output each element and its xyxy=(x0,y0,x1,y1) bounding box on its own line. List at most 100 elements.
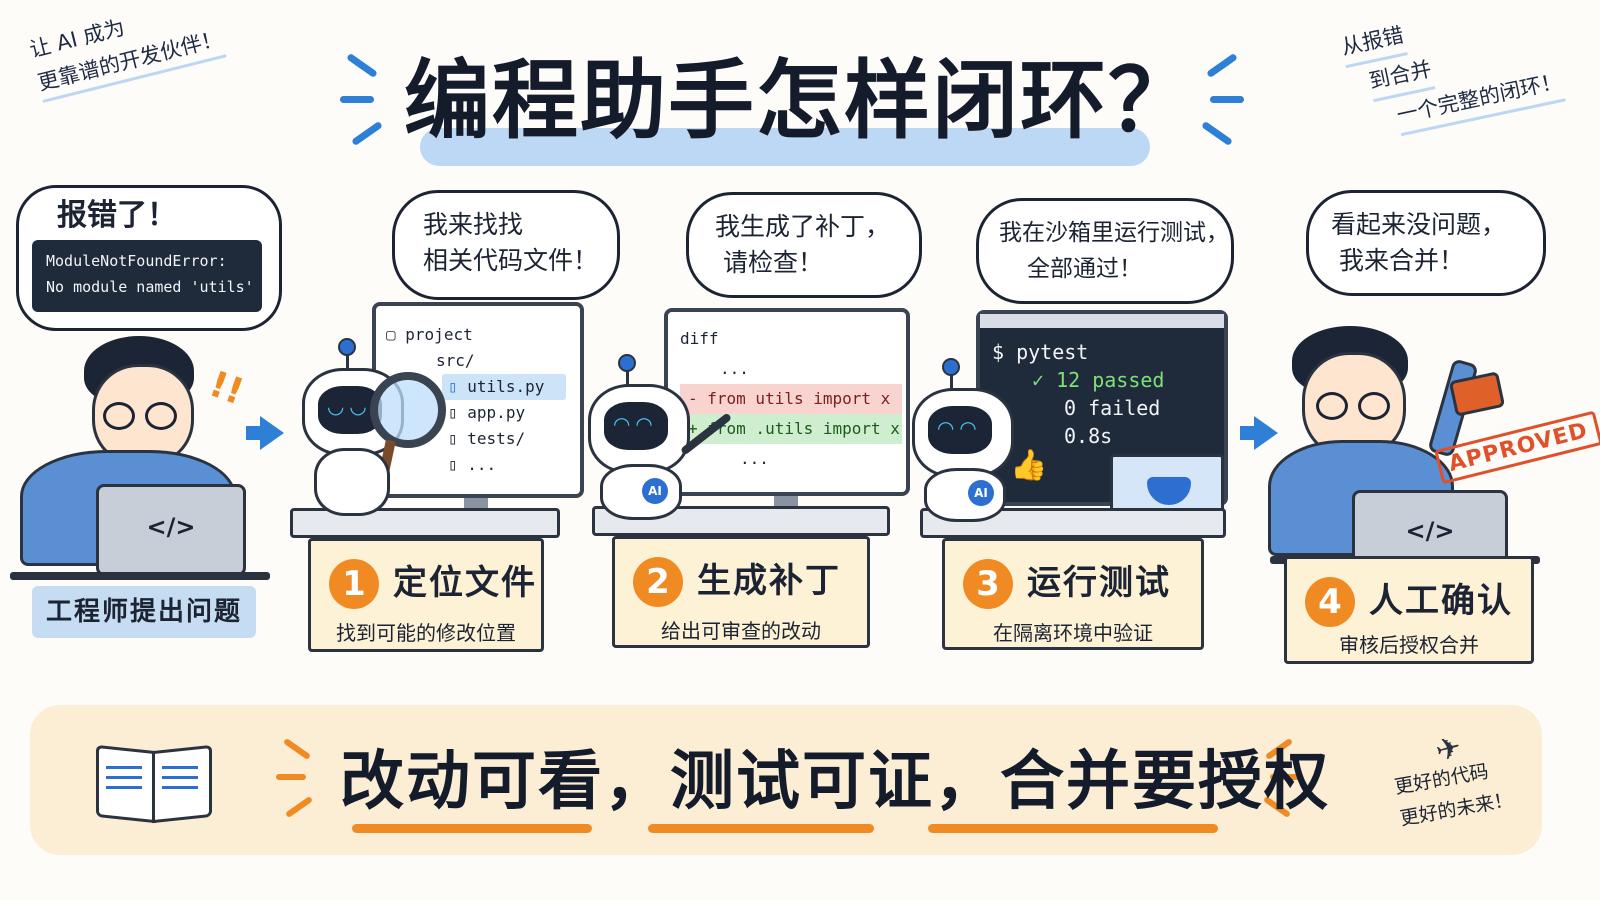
terminal-output: $ pytest ✓ 12 passed 0 failed 0.8s xyxy=(992,338,1164,450)
step-1-speech-bubble: 我来找找 相关代码文件！ xyxy=(392,190,620,300)
step-2-number: 2 xyxy=(633,557,683,607)
file-tree-item-selected: ▯ utils.py xyxy=(442,374,566,400)
file-tree: ▢ project src/ ▯ utils.py ▯ app.py ▯ tes… xyxy=(386,322,566,478)
step-4-card: 4 人工确认 审核后授权合并 xyxy=(1284,556,1534,664)
step-4-title: 人工确认 xyxy=(1369,581,1513,621)
terminal-command: $ pytest xyxy=(992,340,1089,364)
title-highlight xyxy=(420,128,1150,166)
flow-arrow-shaft xyxy=(246,426,262,440)
slogan-part-1: 改动可看， xyxy=(340,745,670,819)
robot-3-antenna xyxy=(950,368,953,390)
open-book-icon xyxy=(96,740,212,824)
title-spark-dash xyxy=(340,96,374,103)
step-3-speech-bubble: 我在沙箱里运行测试， 全部通过！ xyxy=(976,198,1234,304)
terminal-time: 0.8s xyxy=(1064,424,1113,448)
folder-icon: ▯ xyxy=(448,429,458,448)
tagline-left: 让 AI 成为 更靠谱的开发伙伴！ xyxy=(26,0,227,103)
engineer-laptop: </> xyxy=(96,484,246,576)
step-2-card: 2 生成补丁 给出可审查的改动 xyxy=(612,536,870,648)
step-1-bubble-line-2: 相关代码文件！ xyxy=(423,246,599,275)
robot-3-ai-badge: AI xyxy=(968,480,994,506)
diff-view: diff ... - from utils import x + from .u… xyxy=(680,324,902,474)
engineer-glasses-right xyxy=(145,402,177,430)
engineer-label: 工程师提出问题 xyxy=(32,586,256,638)
step-3-bubble-line-1: 我在沙箱里运行测试， xyxy=(999,220,1229,246)
step-4-number: 4 xyxy=(1305,577,1355,627)
exclamation-icon: !! xyxy=(203,363,249,414)
file-tree-item: src/ xyxy=(436,351,475,370)
diff-ellipsis: ... xyxy=(740,449,769,468)
step-4-bubble-line-2: 我来合并！ xyxy=(1339,246,1465,275)
flow-arrow-shaft xyxy=(1240,426,1256,440)
step-4-bubble-line-1: 看起来没问题， xyxy=(1331,210,1507,239)
slogan-part-3: 合并要授权 xyxy=(1000,745,1330,819)
title-spark-dash xyxy=(351,120,383,147)
step-1-number: 1 xyxy=(329,559,379,609)
robot-3-face xyxy=(928,406,992,454)
reviewer-glasses-left xyxy=(1316,392,1348,420)
title-spark-dash xyxy=(1210,96,1244,103)
robot-1-antenna-ball xyxy=(338,338,356,356)
engineer-glasses-left xyxy=(103,402,135,430)
step-3-bubble-line-2: 全部通过！ xyxy=(1027,256,1142,282)
title-spark-dash xyxy=(346,52,378,79)
step-3-title: 运行测试 xyxy=(1027,563,1171,603)
robot-2-antenna-ball xyxy=(618,354,636,372)
code-icon: </> xyxy=(1405,517,1455,545)
title-spark-dash xyxy=(1201,120,1233,147)
reviewer-glasses-right xyxy=(1358,392,1390,420)
step-2-title: 生成补丁 xyxy=(697,561,841,601)
step-1-bubble-line-1: 我来找找 xyxy=(423,210,524,239)
terminal-failed: 0 failed xyxy=(1064,396,1161,420)
footer-spark-dash xyxy=(1270,774,1300,780)
folder-icon: ▢ xyxy=(386,325,396,344)
slogan-underline xyxy=(648,824,874,833)
file-tree-item: ▯ tests/ xyxy=(448,429,526,448)
title-spark-dash xyxy=(1206,52,1238,79)
file-tree-item: ▯ ... xyxy=(448,455,497,474)
file-icon: ▯ xyxy=(448,377,458,396)
error-line-2: No module named 'utils' xyxy=(46,278,254,296)
footer-spark-dash xyxy=(276,774,306,780)
robot-2-eyes: ◠ ◠ xyxy=(614,412,652,436)
file-tree-item: ▯ app.py xyxy=(448,403,526,422)
flow-arrow-icon xyxy=(260,416,284,450)
step-1-subtitle: 找到可能的修改位置 xyxy=(336,621,516,645)
robot-1-antenna xyxy=(346,348,349,370)
slogan-underline xyxy=(928,824,1218,833)
robot-2-antenna xyxy=(626,366,629,388)
diff-header: diff xyxy=(680,329,719,348)
robot-2-body xyxy=(600,464,682,520)
thumbs-up-icon: 👍 xyxy=(1010,448,1048,483)
file-icon: ▯ xyxy=(448,455,458,474)
step-2-desk xyxy=(592,506,890,536)
step-3-subtitle: 在隔离环境中验证 xyxy=(993,621,1153,645)
step-1-title: 定位文件 xyxy=(393,563,537,603)
robot-3-antenna-ball xyxy=(942,358,960,376)
terminal-titlebar xyxy=(980,314,1224,328)
robot-1-body xyxy=(314,448,390,516)
robot-2-face xyxy=(604,402,668,450)
step-2-subtitle: 给出可审查的改动 xyxy=(661,619,821,643)
step-3-terminal-window: $ pytest ✓ 12 passed 0 failed 0.8s xyxy=(976,310,1228,506)
footer-slogan: 改动可看，测试可证，合并要授权 xyxy=(340,730,1328,822)
step-2-speech-bubble: 我生成了补丁， 请检查！ xyxy=(686,192,922,298)
terminal-passed: ✓ 12 passed xyxy=(1032,368,1165,392)
step-4-subtitle: 审核后授权合并 xyxy=(1339,633,1479,657)
tagline-right: 从报错 到合并 一个完整的闭环！ xyxy=(1338,0,1566,144)
step-3-number: 3 xyxy=(963,559,1013,609)
robot-1-eyes: ◡ ◡ xyxy=(328,394,366,418)
engineer-bubble-title: 报错了！ xyxy=(57,198,177,233)
slogan-underline xyxy=(352,824,592,833)
docker-whale-icon xyxy=(1147,477,1191,505)
diff-ellipsis: ... xyxy=(720,359,749,378)
flow-arrow-icon xyxy=(1254,416,1278,450)
step-2-monitor: diff ... - from utils import x + from .u… xyxy=(664,308,910,496)
error-line-1: ModuleNotFoundError: xyxy=(46,252,227,270)
file-tree-item: ▢ project xyxy=(386,325,473,344)
step-2-bubble-line-2: 请检查！ xyxy=(723,248,824,277)
step-3-card: 3 运行测试 在隔离环境中验证 xyxy=(942,538,1204,650)
file-icon: ▯ xyxy=(448,403,458,422)
step-1-card: 1 定位文件 找到可能的修改位置 xyxy=(308,538,544,652)
step-2-bubble-line-1: 我生成了补丁， xyxy=(715,212,891,241)
